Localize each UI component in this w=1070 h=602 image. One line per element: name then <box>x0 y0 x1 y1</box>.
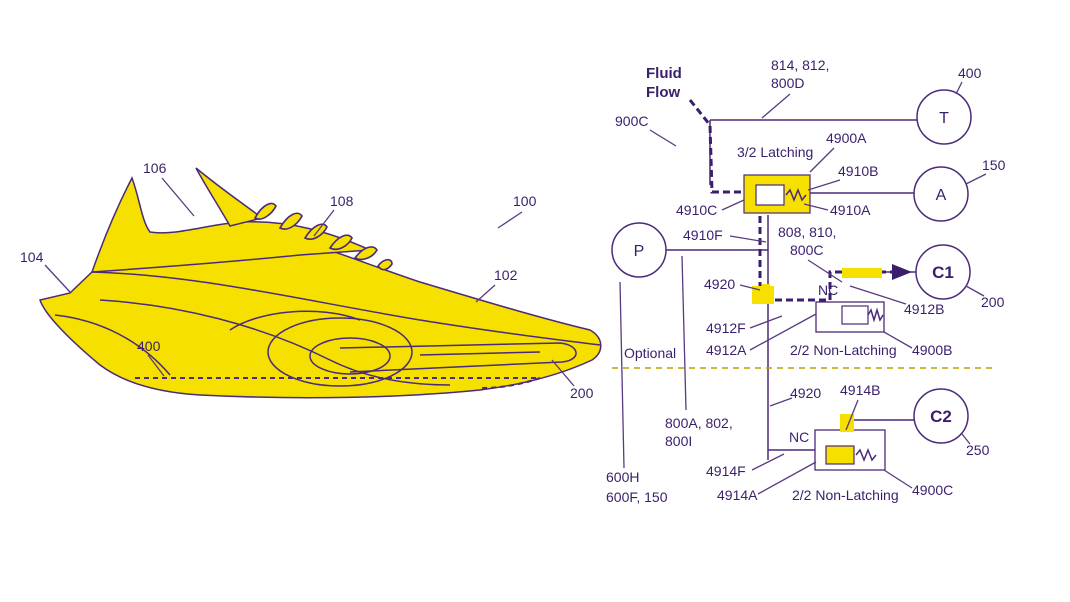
shoe-pod-line <box>229 310 361 331</box>
ref-600F: 600F, 150 <box>606 489 668 505</box>
ref-814: 814, 812, <box>771 57 829 73</box>
label-400: 400 <box>137 338 161 354</box>
ref-4910A: 4910A <box>830 202 871 218</box>
flow-path-top <box>688 99 745 194</box>
ref-4914B: 4914B <box>840 382 880 398</box>
svg-text:T: T <box>939 110 949 127</box>
ref-400: 400 <box>958 65 982 81</box>
svg-text:C2: C2 <box>930 407 952 426</box>
tank-T: T <box>916 89 972 145</box>
optional-label: Optional <box>624 345 676 361</box>
leader-200 <box>551 359 575 387</box>
label-104: 104 <box>20 249 44 265</box>
shoe-bladder-200 <box>339 342 577 373</box>
ref-808: 808, 810, <box>778 224 836 240</box>
valve-latching-spool <box>755 184 785 206</box>
leader-100 <box>497 211 523 229</box>
valve-c-spool <box>825 445 855 465</box>
fluid-circuit: Optional T A P C1 C2 Fluid Flow 3/2 Latc… <box>606 57 1006 505</box>
accumulator-A: A <box>913 166 969 222</box>
leader-400 <box>147 354 165 377</box>
valve-c-spring-icon <box>855 447 877 463</box>
shoe-illustration <box>39 167 602 399</box>
ref-150: 150 <box>982 157 1006 173</box>
flow-arrow-icon <box>892 264 912 280</box>
latching-valve-label: 3/2 Latching <box>737 144 813 160</box>
valve-b-port-highlight <box>842 268 882 278</box>
ref-4910B: 4910B <box>838 163 878 179</box>
svg-text:P: P <box>634 243 645 260</box>
leader-108 <box>313 209 335 237</box>
ref-4920-b: 4920 <box>790 385 821 401</box>
shoe-bladder-line <box>419 351 541 356</box>
ref-4912F: 4912F <box>706 320 746 336</box>
valve-b-spool <box>841 305 869 325</box>
circuit-reference-labels: 814, 812, 800D 400 900C 4900A 150 4910B … <box>606 57 1006 505</box>
ref-4910F: 4910F <box>683 227 723 243</box>
ref-4920-a: 4920 <box>704 276 735 292</box>
shoe-midsole-line <box>99 299 451 386</box>
ref-4912B: 4912B <box>904 301 944 317</box>
nonlatching-b-label: 2/2 Non-Latching <box>790 342 897 358</box>
label-100: 100 <box>513 193 537 209</box>
ref-600H: 600H <box>606 469 639 485</box>
ref-800A: 800A, 802, <box>665 415 733 431</box>
label-102: 102 <box>494 267 518 283</box>
fluid-flow-label-2: Flow <box>646 84 680 101</box>
svg-text:A: A <box>936 187 947 204</box>
ref-250: 250 <box>966 442 990 458</box>
valve-b-spring-icon <box>867 307 884 323</box>
shoe-pod-outline <box>267 317 413 387</box>
nc-label-b: NC <box>818 282 838 298</box>
shoe-heel-line <box>54 314 171 376</box>
leader-106 <box>161 177 195 217</box>
ref-4914F: 4914F <box>706 463 746 479</box>
pump-P: P <box>611 222 667 278</box>
shoe-labels: 100 102 104 106 108 200 400 <box>20 160 594 401</box>
ref-4914A: 4914A <box>717 487 758 503</box>
leader-102 <box>475 284 496 303</box>
ref-800D: 800D <box>771 75 804 91</box>
ref-4900B: 4900B <box>912 342 952 358</box>
flow-path-bottom <box>758 205 900 302</box>
shoe-tongue <box>195 167 264 227</box>
label-108: 108 <box>330 193 354 209</box>
label-200: 200 <box>570 385 594 401</box>
pipe-4920-highlight <box>762 284 770 304</box>
ref-900C: 900C <box>615 113 648 129</box>
nonlatching-c-label: 2/2 Non-Latching <box>792 487 899 503</box>
shoe-pod-inner <box>309 337 391 375</box>
leader-104 <box>44 264 71 293</box>
ref-4912A: 4912A <box>706 342 747 358</box>
ref-800C: 800C <box>790 242 823 258</box>
fluid-flow-label-1: Fluid <box>646 65 682 82</box>
shoe-upper-seam <box>91 271 601 346</box>
ref-200: 200 <box>981 294 1005 310</box>
ref-4900C: 4900C <box>912 482 953 498</box>
chamber-C1: C1 <box>915 244 971 300</box>
shoe-dashed-400 <box>135 377 541 389</box>
ref-800I: 800I <box>665 433 692 449</box>
shoe-laces <box>253 202 393 271</box>
ref-4910C: 4910C <box>676 202 717 218</box>
ref-4900A: 4900A <box>826 130 867 146</box>
nc-label-c: NC <box>789 429 809 445</box>
chamber-C2: C2 <box>913 388 969 444</box>
svg-text:C1: C1 <box>932 263 954 282</box>
valve-latching-spring-icon <box>785 187 807 203</box>
label-106: 106 <box>143 160 167 176</box>
